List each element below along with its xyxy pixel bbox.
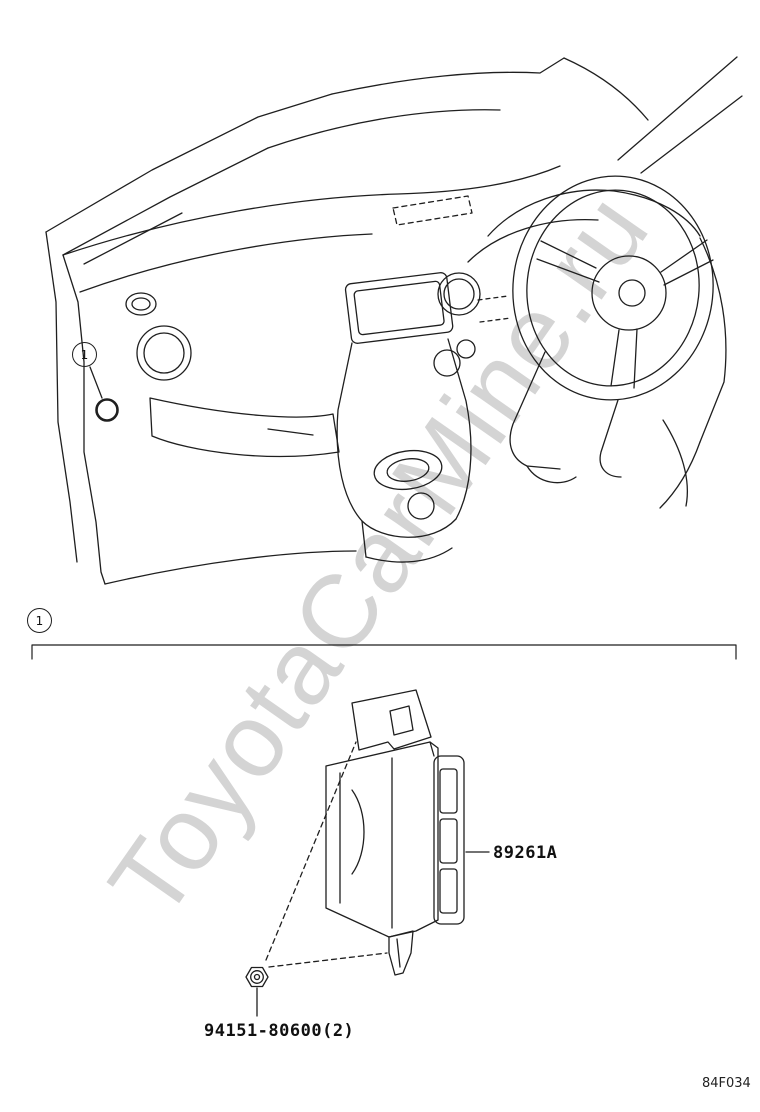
steering-wheel [512,175,714,401]
dashboard-drawing [45,56,743,585]
ecu-module-drawing [325,689,490,976]
diagram-code: 84F034 [702,1076,751,1091]
nut-dashed-leader-lower [268,952,388,968]
callout-1-section: 1 [27,608,52,633]
part-label-nut: 94151-80600(2) [204,1021,355,1041]
part-label-module: 89261A [493,843,558,863]
center-display [344,272,454,344]
section-bracket [31,644,737,660]
nut-drawing [245,741,388,1017]
callout-1-dashboard: 1 [72,342,97,367]
part-location-marker [95,398,119,422]
nut-dashed-leader-upper [265,741,357,961]
callout-leader-line [89,366,103,399]
